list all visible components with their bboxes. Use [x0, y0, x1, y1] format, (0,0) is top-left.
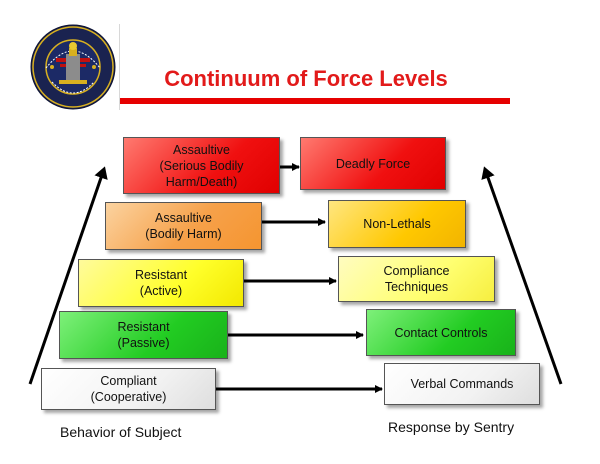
subject-level-label: Compliant (Cooperative) [90, 374, 167, 404]
response-verbal-commands: Verbal Commands [384, 363, 540, 405]
response-contact-controls: Contact Controls [366, 309, 516, 356]
response-label: Verbal Commands [410, 377, 514, 391]
response-label: Compliance Techniques [383, 264, 450, 294]
slide-title: Continuum of Force Levels [164, 66, 448, 91]
caption-behavior-of-subject: Behavior of Subject [60, 424, 182, 440]
subject-level-compliant: Compliant (Cooperative) [41, 368, 216, 410]
header-divider [119, 24, 120, 110]
response-label: Contact Controls [394, 325, 488, 340]
subject-level-label: Resistant (Passive) [117, 320, 170, 350]
caption-response-by-sentry: Response by Sentry [388, 419, 515, 435]
battalion-seal-logo [30, 24, 116, 110]
subject-level-resistant-passive: Resistant (Passive) [59, 311, 228, 359]
escalation-arrow-left [28, 166, 108, 385]
title-underline [120, 98, 510, 104]
subject-level-label: Resistant (Active) [134, 268, 188, 298]
response-label: Non-Lethals [363, 217, 431, 231]
response-label: Deadly Force [335, 156, 411, 171]
response-non-lethals: Non-Lethals [328, 200, 466, 248]
response-deadly-force: Deadly Force [300, 137, 446, 190]
escalation-arrow-right [481, 166, 563, 385]
subject-level-label: Assaultive (Serious Bodily Harm/Death) [159, 142, 244, 189]
response-compliance-techniques: Compliance Techniques [338, 256, 495, 302]
subject-level-resistant-active: Resistant (Active) [78, 259, 244, 307]
subject-level-label: Assaultive (Bodily Harm) [145, 211, 222, 241]
subject-level-assaultive-bodily: Assaultive (Bodily Harm) [105, 202, 262, 250]
subject-level-assaultive-serious: Assaultive (Serious Bodily Harm/Death) [123, 137, 280, 194]
